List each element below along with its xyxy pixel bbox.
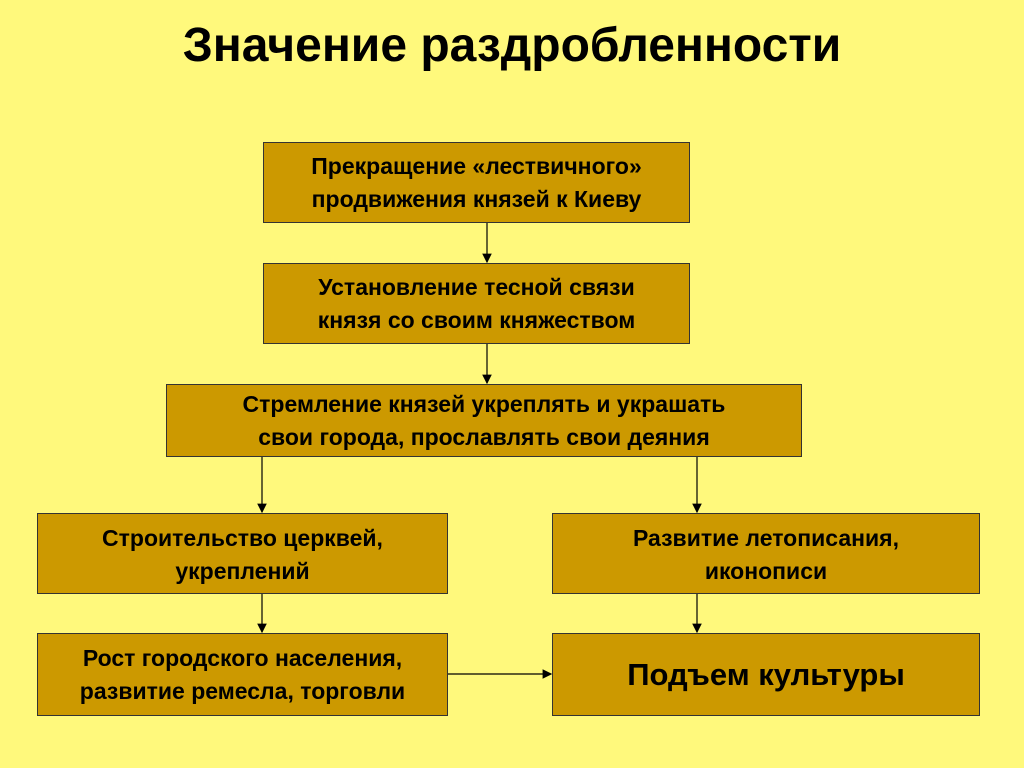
box-chronicles-icons: Развитие летописания, иконописи [552, 513, 980, 594]
box-princes-strengthen-cities: Стремление князей укреплять и украшать с… [166, 384, 802, 457]
slide-title: Значение раздробленности [182, 19, 842, 72]
box-urban-growth: Рост городского населения, развитие реме… [37, 633, 448, 716]
box-church-building: Строительство церквей, укреплений [37, 513, 448, 594]
box-prince-principality-bond: Установление тесной связи князя со своим… [263, 263, 690, 344]
box-ladder-succession-end: Прекращение «лествичного» продвижения кн… [263, 142, 690, 223]
box-culture-rise: Подъем культуры [552, 633, 980, 716]
